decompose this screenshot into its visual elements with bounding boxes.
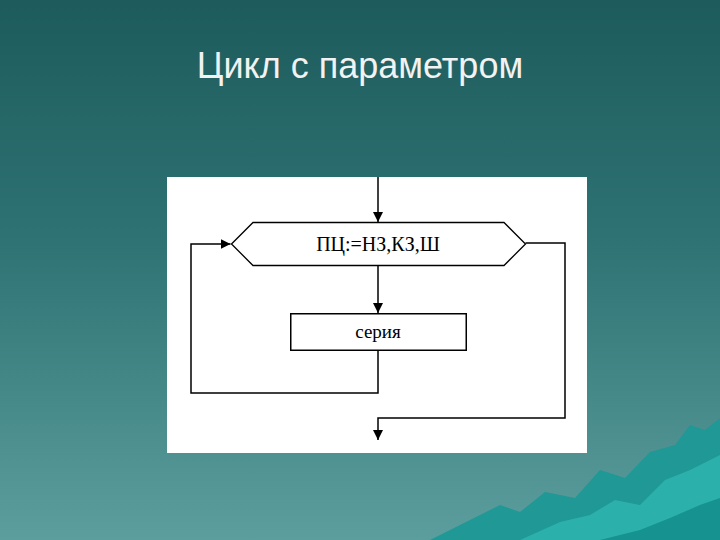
process-box: серия — [290, 313, 467, 351]
loop-parameters: ПЦ:=НЗ,КЗ,Ш — [316, 233, 440, 256]
mountain-decor — [600, 498, 720, 540]
mountain-decor — [520, 455, 720, 540]
slide-title: Цикл с параметром — [0, 44, 720, 88]
box-border — [290, 314, 466, 351]
flow-connector — [377, 266, 379, 313]
loop-body-label: серия — [355, 321, 401, 343]
entry-arrow — [377, 177, 379, 222]
diagram-panel — [167, 177, 587, 453]
loop-header-hexagon: ПЦ:=НЗ,КЗ,Ш — [231, 222, 526, 266]
hexagon-border — [231, 223, 525, 266]
